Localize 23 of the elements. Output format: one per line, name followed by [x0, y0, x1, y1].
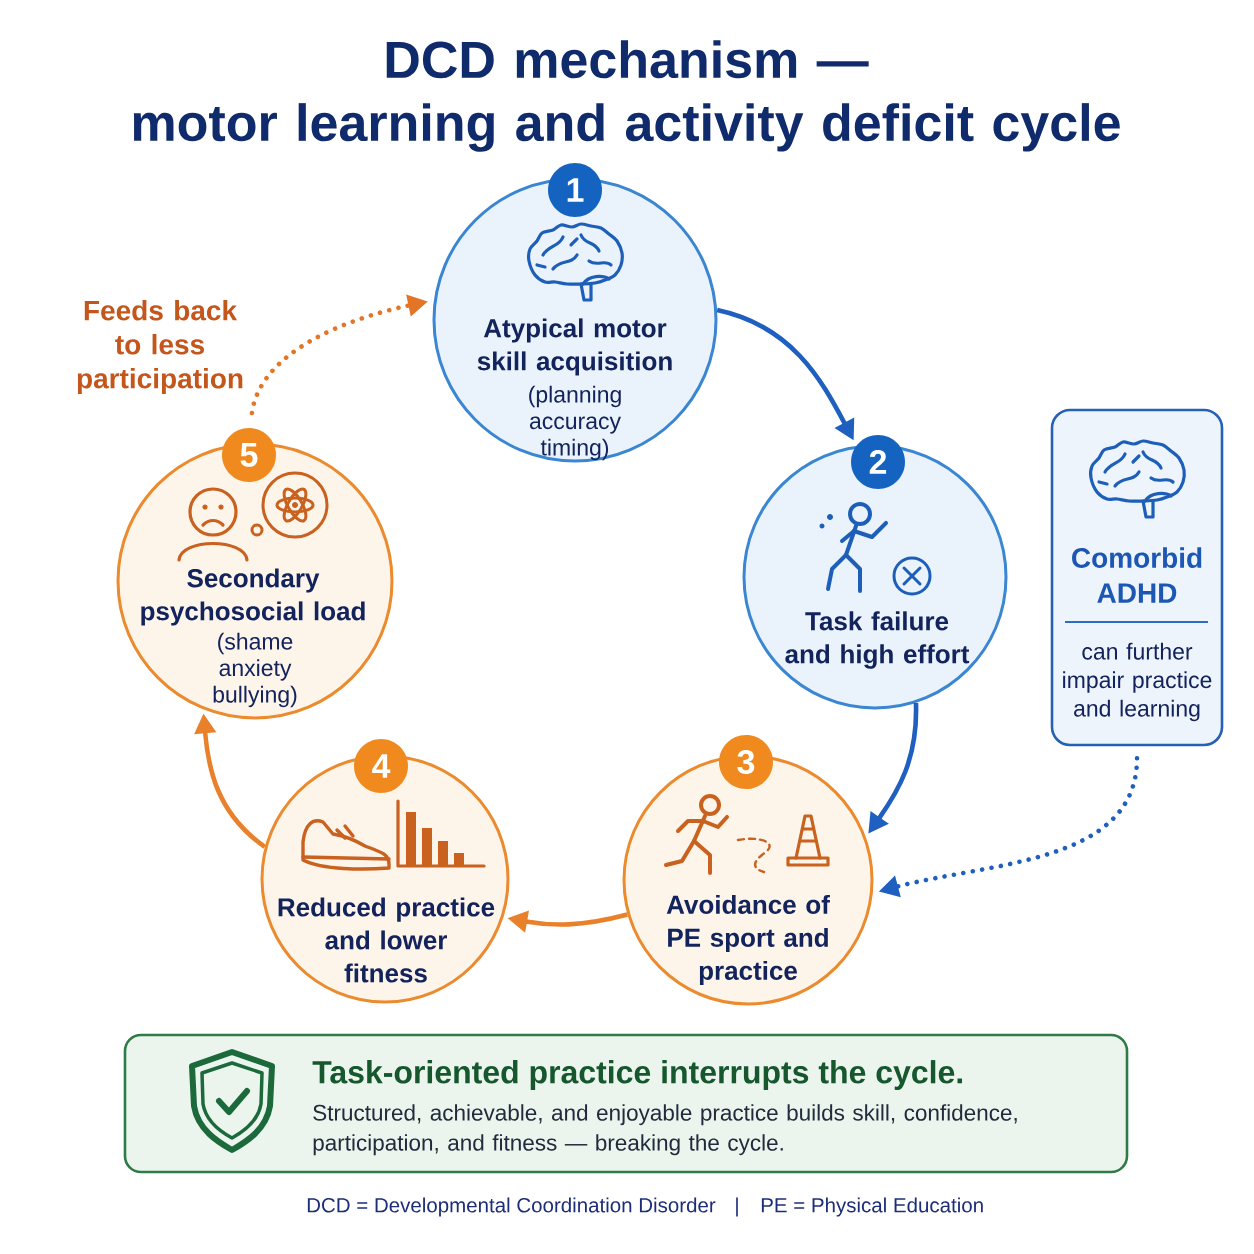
number-badge: 3	[719, 735, 773, 789]
step-title: Avoidance of PE sport and practice	[666, 894, 830, 986]
footnote: PE = Physical Education	[761, 1197, 983, 1217]
edge-label: Feeds back to less participation	[77, 299, 243, 395]
number-badge: 1	[548, 163, 602, 217]
number-badge: 4	[354, 739, 408, 793]
step-detail: (planning accuracy timing)	[529, 385, 621, 461]
step-title: Task failure and high effort	[785, 611, 970, 669]
info-card	[1050, 408, 1224, 747]
message-banner	[123, 1033, 1129, 1174]
footnote: DCD = Developmental Coordination Disorder	[307, 1197, 716, 1217]
number-badge: 5	[222, 428, 276, 482]
banner-text: Structured, achievable, and enjoyable practice builds skill, confidence, participation, and fitness — breaking the cycle.	[313, 1104, 1017, 1156]
card-text: can further impair practice and learning	[1063, 642, 1212, 722]
card-title: Comorbid ADHD	[1072, 547, 1202, 603]
step-title: Reduced practice and lower fitness	[278, 897, 495, 983]
step-detail: (shame anxiety bullying)	[213, 632, 297, 708]
step-title: Secondary psychosocial load	[141, 568, 365, 626]
title: DCD mechanism — motor learning and activity deficit cycle	[133, 40, 1120, 152]
number-badge: 2	[851, 435, 905, 489]
separator: |	[736, 1197, 738, 1217]
banner-heading: Task-oriented practice interrupts the cycle.	[312, 1060, 962, 1090]
step-title: Atypical motor skill acquisition	[477, 318, 672, 376]
